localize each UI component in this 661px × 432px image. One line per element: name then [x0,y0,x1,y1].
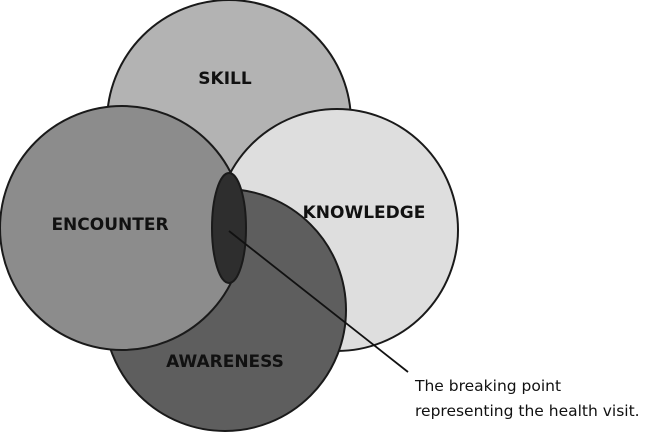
annotation-pointer-line [228,230,409,373]
knowledge-label: KNOWLEDGE [303,203,426,223]
breaking-point-ellipse [211,172,247,284]
annotation-line-1: The breaking point [414,377,561,395]
skill-label: SKILL [198,69,252,89]
awareness-label: AWARENESS [166,352,284,372]
annotation-line-2: representing the health visit. [415,402,640,420]
encounter-label: ENCOUNTER [51,215,168,235]
